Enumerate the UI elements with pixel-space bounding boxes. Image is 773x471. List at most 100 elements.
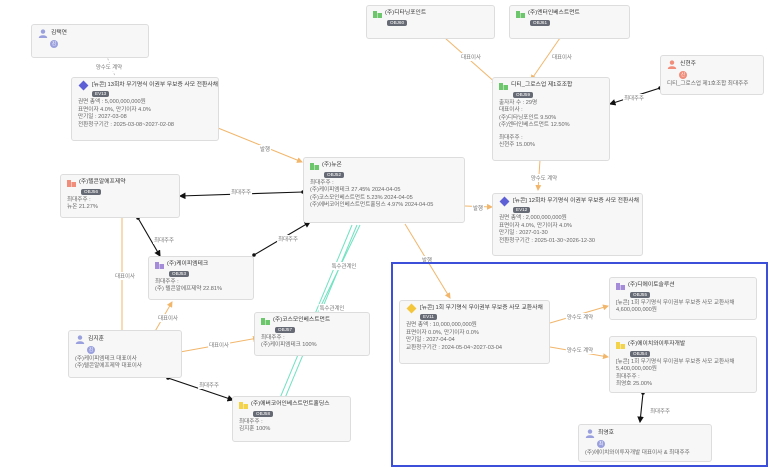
node-id-badge: OBJ55 (630, 292, 651, 298)
node-title: [뉴콘] 1회 무기명식 무이권부 무보증 사모 교환사채 (420, 305, 543, 311)
edge-label-ceo: 대표이사 (551, 53, 573, 61)
person-icon (667, 60, 677, 69)
node-detail: 전환청구기간 : 2025-03-08~2027-02-08 (78, 121, 175, 128)
node-detail: [뉴콘] 1회 무기명식 무이권부 무보증 사모 교환사채 (616, 359, 735, 365)
node-detail: 김지훈 100% (239, 426, 271, 433)
node-company[interactable]: (주)에버코어인베스트먼트홀딩스 OBJ58 최대주주 : 김지훈 100% (232, 396, 351, 442)
bond-diamond-icon (78, 80, 89, 91)
node-detail: (주)에버코어인베스트먼트홀딩스 4.97% 2024-04-05 (310, 202, 434, 209)
node-detail: 출자자 수 : 29명 (499, 100, 538, 106)
node-person[interactable]: 최영호 최 (주)에이치와이투자개발 대표이사 & 최대주주 (578, 424, 712, 462)
company-icon (67, 179, 76, 187)
node-detail: 최대주주 : (616, 373, 640, 380)
node-convertible-bond[interactable]: [뉴콘] 12회차 무기명식 이권부 무보증 사모 전환사채 EV12 권면 총… (492, 193, 643, 256)
node-title: [뉴콘] 12회차 무기명식 이권부 무보증 사모 전환사채 (513, 198, 639, 204)
node-title: (주)에버코어인베스트먼트홀딩스 (251, 401, 330, 408)
node-company[interactable]: (주)케이피엠테크 OBJ53 최대주주 : (주) 텔콘알에프제약 22.81… (148, 256, 254, 300)
edge-ceo-n4-n6 (530, 37, 561, 81)
edge-owner-n8-n10 (136, 216, 161, 257)
node-detail: 최대주주 : (261, 335, 285, 341)
node-company[interactable]: (주)텔콘알에프제약 OBJ56 최대주주 : 뉴온 21.27% (60, 174, 180, 218)
edge-label-issue: 발행 (472, 204, 484, 212)
node-company[interactable]: (주)뉴온 OBJ52 최대주주 : (주)케이피엠테크 27.45% 2024… (303, 157, 465, 223)
node-company[interactable]: (주)디에이토솔루션 OBJ55 [뉴콘] 1회 무기명식 무이권부 무보증 사… (609, 277, 757, 320)
node-detail: 표면이자 4.0%, 만기이자 4.0% (499, 222, 572, 229)
node-company[interactable]: (주)코스모인베스트먼트 OBJ57 최대주주 : (주)케이피엠테크 100% (254, 312, 370, 356)
node-detail: (주)케이피엠테크 대표이사 (75, 356, 137, 362)
node-detail: 5,400,000,000원 (616, 366, 657, 373)
node-title: 김지훈 (88, 335, 104, 342)
node-id-badge: OBJ58 (253, 411, 274, 417)
node-title: [뉴콘] 13회차 무기명식 이권부 무보증 사모 전환사채 (92, 82, 218, 88)
edge-label-contract: 양수도 계약 (565, 313, 595, 321)
node-detail: 최대주주 : (499, 134, 523, 141)
node-detail: (주)디타닝포인트 9.50% (499, 114, 557, 121)
edge-label-contract: 양수도 계약 (565, 346, 595, 354)
node-detail: 표면이자 4.0%, 만기이자 4.0% (78, 106, 151, 113)
node-title: (주)디에이토솔루션 (628, 282, 675, 289)
node-title: (주)디타닝포인트 (385, 10, 427, 17)
node-detail: 최영호 25.00% (616, 381, 652, 388)
node-company[interactable]: 디티_그로스업 제1호조합 OBJ59 출자자 수 : 29명 대표이사 : (… (492, 77, 610, 161)
node-detail: (주)엔터인베스트먼트 12.50% (499, 122, 570, 129)
company-icon (616, 282, 625, 290)
node-person[interactable]: 김지훈 김 (주)케이피엠테크 대표이사 (주)텔콘알에프제약 대표이사 (68, 330, 182, 378)
node-detail: 권면 총액 : 10,000,000,000원 (406, 322, 477, 329)
node-id-badge: OBJ54 (630, 351, 651, 357)
edge-label-contract: 양수도 계약 (529, 174, 559, 182)
edge-label-contract: 양수도 계약 (94, 63, 124, 71)
node-title: (주)에이치와이투자개발 (628, 341, 686, 348)
node-detail: 표면이자 0.0%, 만기이자 0.0% (406, 329, 479, 336)
node-detail: 전환청구기간 : 2025-01-30~2026-12-30 (499, 237, 596, 244)
company-icon (239, 401, 248, 409)
node-person[interactable]: 신현주 신 디티_그로스업 제1호조합 최대주주 (660, 55, 764, 95)
node-detail: 교환청구기간 : 2024-05-04~2027-03-04 (406, 344, 503, 351)
edge-label-issue: 발행 (421, 256, 433, 264)
person-icon (38, 29, 48, 38)
node-convertible-bond[interactable]: [뉴콘] 13회차 무기명식 이권부 무보증 사모 전환사채 EV13 권면 총… (71, 77, 219, 141)
node-detail: 뉴온 21.27% (67, 204, 98, 211)
company-icon (616, 341, 625, 349)
node-id-badge: EV13 (92, 91, 110, 98)
company-icon (499, 82, 508, 90)
avatar: 김 (87, 346, 95, 354)
node-detail: 권면 총액 : 2,000,000,000원 (499, 215, 567, 222)
node-title: 디티_그로스업 제1호조합 (511, 82, 573, 89)
node-detail: 디티_그로스업 제1호조합 최대주주 (667, 81, 749, 87)
node-detail: 최대주주 : (310, 180, 334, 186)
node-detail: (주) 텔콘알에프제약 22.81% (155, 286, 222, 293)
node-id-badge: OBJ60 (387, 20, 408, 26)
node-detail: 최대주주 : (67, 197, 91, 203)
edge-label-ceo: 대표이사 (114, 272, 136, 280)
node-id-badge: OBJ56 (81, 189, 102, 195)
edge-label-issue: 발행 (259, 145, 271, 153)
edge-label-related: 특수관계인 (318, 304, 346, 312)
node-title: (주)코스모인베스트먼트 (273, 317, 331, 324)
node-title: (주)뉴온 (322, 162, 342, 169)
node-title: (주)케이피엠테크 (167, 261, 209, 268)
node-company[interactable]: (주)디타닝포인트 OBJ60 (366, 5, 495, 39)
company-icon (155, 261, 164, 269)
edge-label-owner: 최대주주 (623, 94, 645, 102)
node-id-badge: OBJ57 (275, 327, 296, 333)
edge-owner-n15-n17 (637, 391, 645, 424)
edge-ceo-n3-n6 (444, 37, 498, 85)
node-person[interactable]: 김택연 김 (31, 24, 149, 58)
node-title: 신현주 (680, 60, 696, 67)
person-icon (75, 335, 85, 344)
node-company[interactable]: (주)엔터인베스트먼트 OBJ61 (509, 5, 630, 39)
avatar: 최 (597, 440, 605, 448)
node-title: (주)텔콘알에프제약 (79, 179, 126, 186)
node-detail: (주)케이피엠테크 27.45% 2024-04-05 (310, 187, 401, 194)
company-icon (261, 317, 270, 325)
node-exchangeable-bond[interactable]: [뉴콘] 1회 무기명식 무이권부 무보증 사모 교환사채 EV11 권면 총액… (399, 300, 550, 364)
edge-label-owner: 최대주주 (649, 407, 671, 415)
node-detail: 대표이사 : (499, 107, 523, 114)
node-company[interactable]: (주)에이치와이투자개발 OBJ54 [뉴콘] 1회 무기명식 무이권부 무보증… (609, 336, 757, 393)
edge-related-n16-n7-b (279, 224, 353, 399)
node-id-badge: OBJ59 (513, 92, 534, 98)
node-id-badge: EV11 (420, 314, 437, 321)
node-detail: [뉴콘] 1회 무기명식 무이권부 무보증 사모 교환사채 (616, 300, 735, 306)
selection-box[interactable] (391, 262, 768, 467)
node-detail: (주)텔콘알에프제약 대표이사 (75, 363, 143, 370)
